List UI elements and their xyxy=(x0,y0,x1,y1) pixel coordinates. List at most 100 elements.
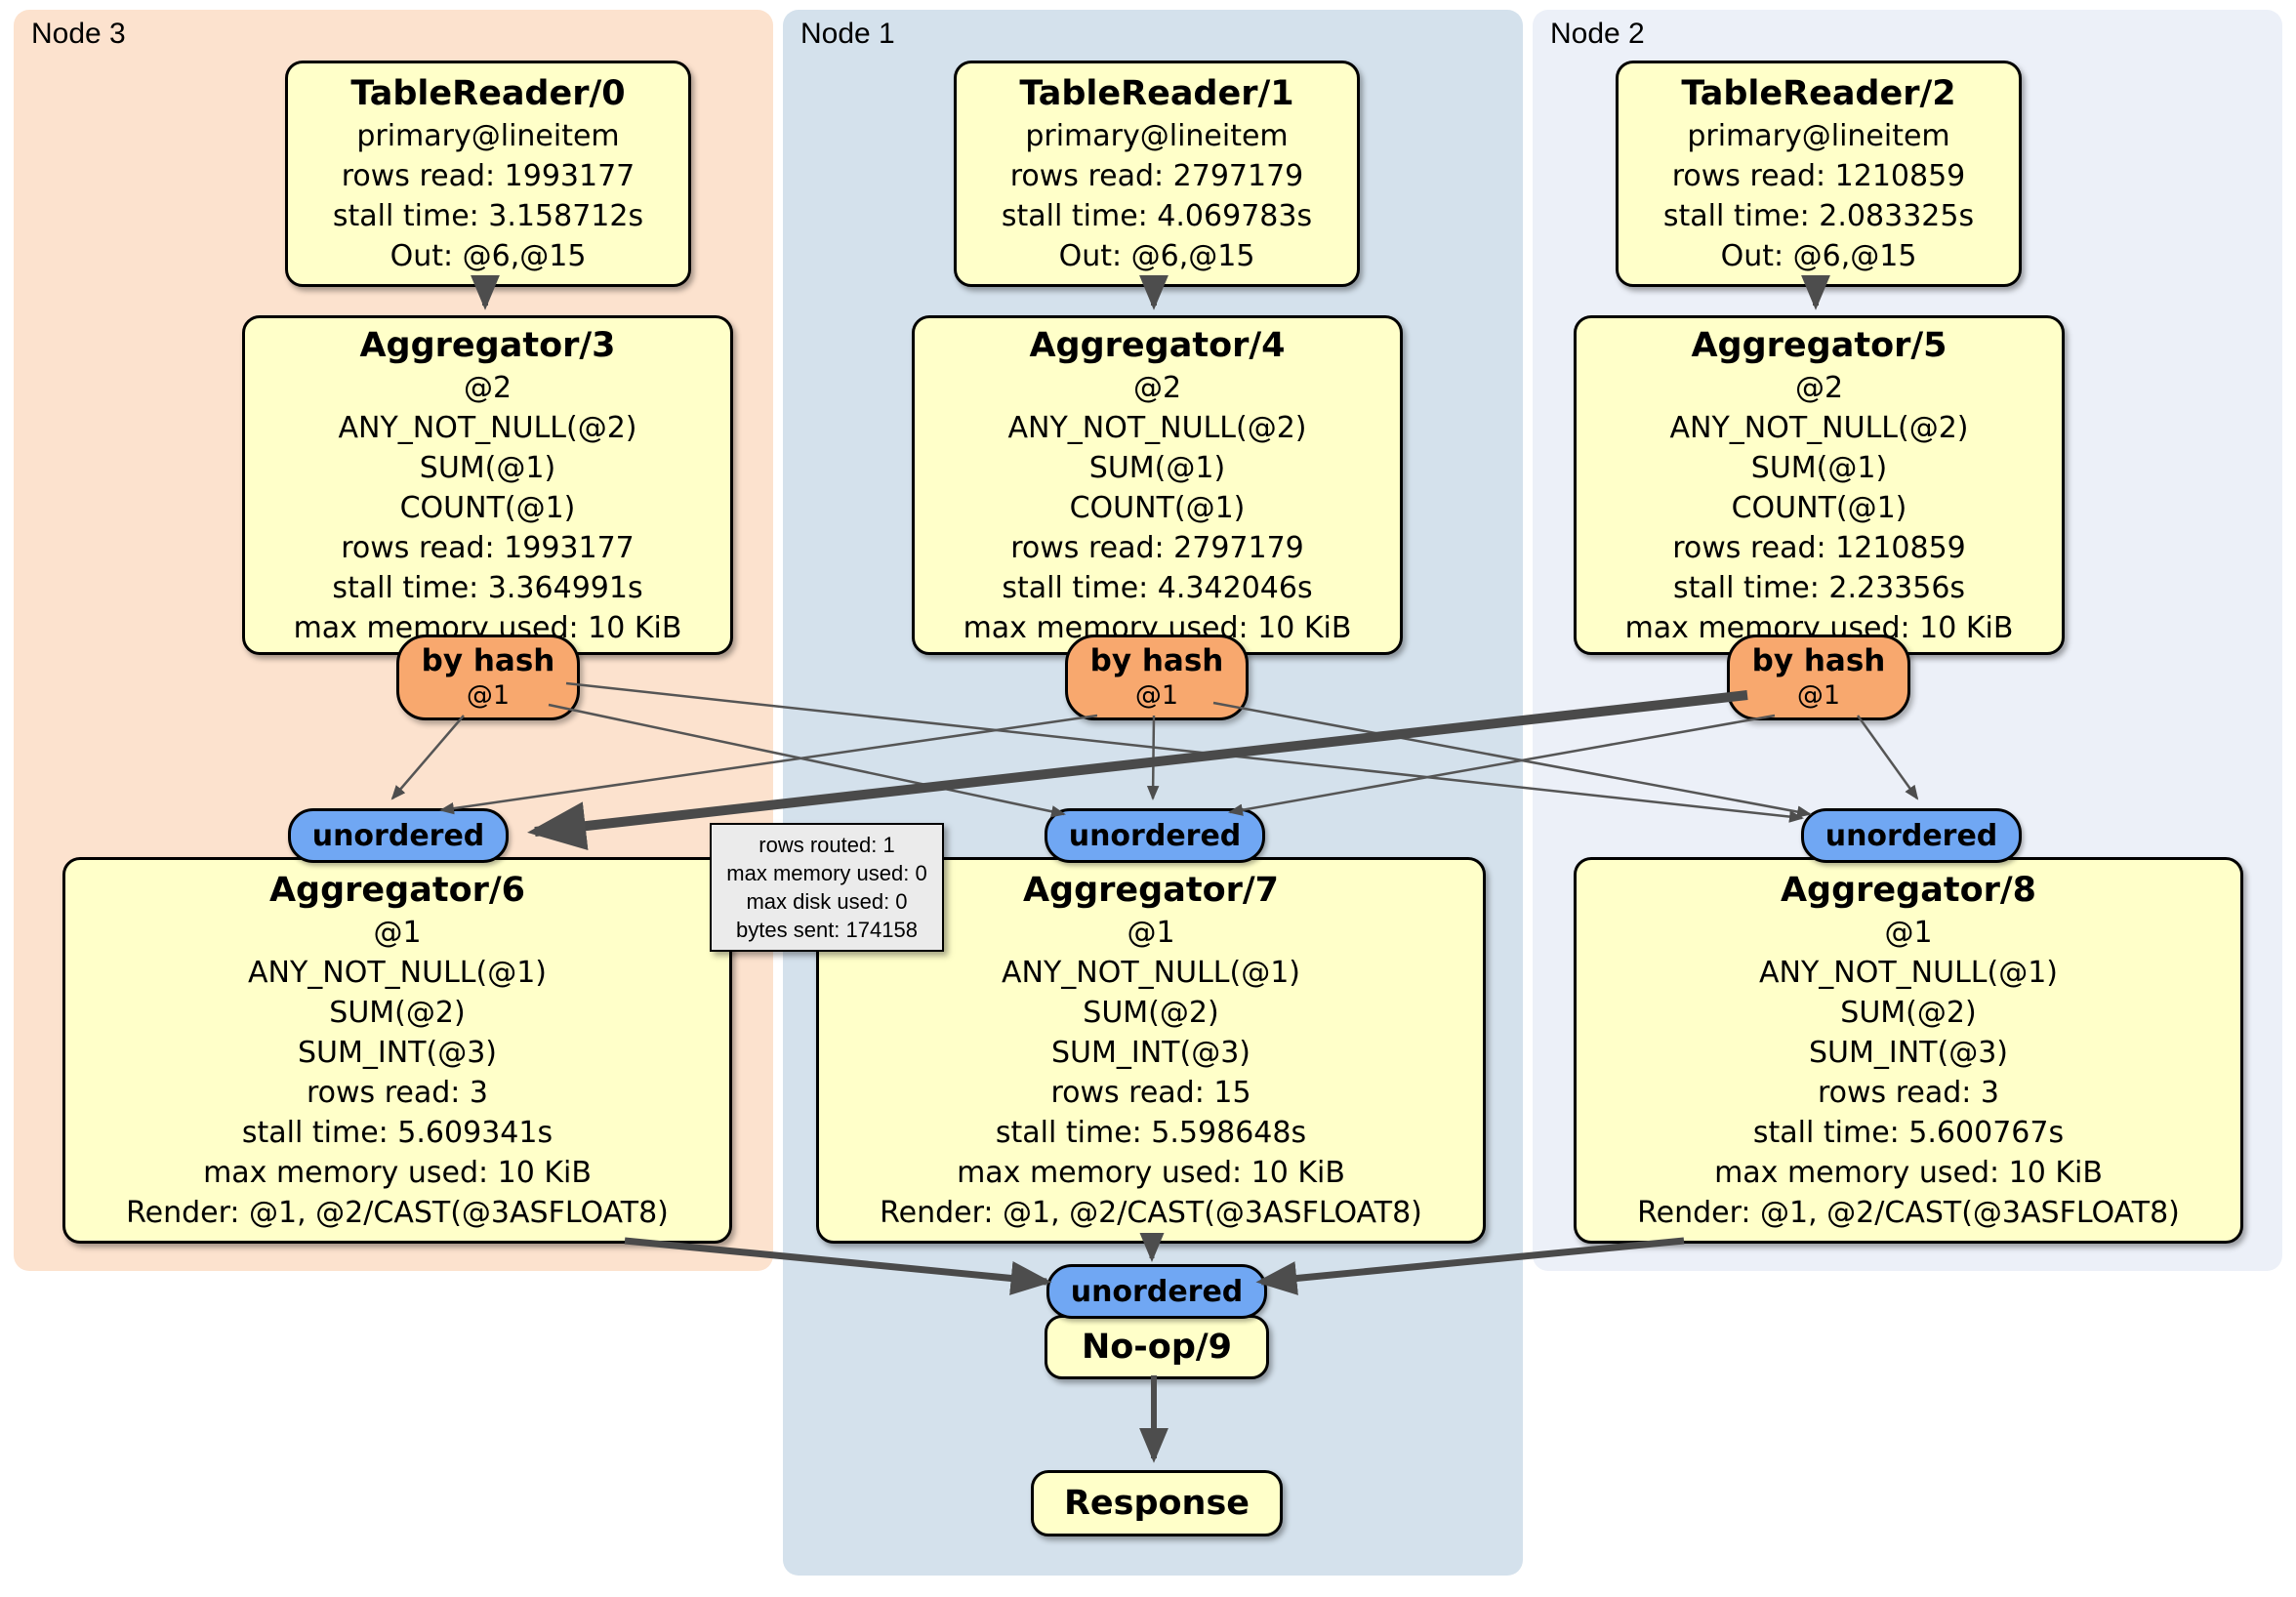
processor-title: Aggregator/8 xyxy=(1780,871,2037,910)
processor-detail: ANY_NOT_NULL(@1) xyxy=(1759,956,2058,990)
processor-detail: stall time: 5.600767s xyxy=(1752,1116,2065,1150)
processor-detail: stall time: 2.083325s xyxy=(1662,199,1975,233)
processor-detail: ANY_NOT_NULL(@1) xyxy=(1002,956,1300,990)
processor-title: TableReader/1 xyxy=(1019,74,1294,113)
sync-unordered-node1[interactable]: unordered xyxy=(1045,808,1265,863)
processor-title: Aggregator/7 xyxy=(1022,871,1280,910)
processor-detail: COUNT(@1) xyxy=(1731,490,1907,525)
processor-detail: COUNT(@1) xyxy=(399,490,576,525)
processor-tablereader-1[interactable]: TableReader/1 primary@lineitem rows read… xyxy=(954,61,1360,287)
processor-detail: max memory used: 10 KiB xyxy=(1714,1156,2103,1190)
processor-tablereader-0[interactable]: TableReader/0 primary@lineitem rows read… xyxy=(285,61,691,287)
processor-detail: Render: @1, @2/CAST(@3ASFLOAT8) xyxy=(880,1196,1422,1230)
router-label: by hash xyxy=(1751,643,1886,678)
processor-aggregator-3[interactable]: Aggregator/3 @2 ANY_NOT_NULL(@2) SUM(@1)… xyxy=(242,315,733,655)
processor-title: Aggregator/3 xyxy=(359,325,616,365)
router-stream: @1 xyxy=(1134,680,1179,711)
processor-aggregator-4[interactable]: Aggregator/4 @2 ANY_NOT_NULL(@2) SUM(@1)… xyxy=(912,315,1403,655)
processor-detail: SUM_INT(@3) xyxy=(1051,1036,1250,1070)
processor-detail: @2 xyxy=(1794,370,1844,405)
processor-detail: stall time: 5.609341s xyxy=(241,1116,554,1150)
processor-detail: Render: @1, @2/CAST(@3ASFLOAT8) xyxy=(126,1196,669,1230)
tooltip-line: max memory used: 0 xyxy=(726,861,927,885)
processor-aggregator-6[interactable]: Aggregator/6 @1 ANY_NOT_NULL(@1) SUM(@2)… xyxy=(62,857,732,1244)
processor-detail: rows read: 1210859 xyxy=(1672,530,1966,565)
processor-detail: stall time: 4.342046s xyxy=(1002,570,1313,605)
processor-detail: rows read: 15 xyxy=(1050,1076,1251,1110)
processor-detail: SUM(@1) xyxy=(1088,450,1226,485)
processor-noop-9[interactable]: No-op/9 xyxy=(1045,1315,1269,1379)
processor-detail: stall time: 5.598648s xyxy=(995,1116,1307,1150)
region-node3-label: Node 3 xyxy=(31,18,126,50)
processor-detail: rows read: 2797179 xyxy=(1009,159,1304,193)
processor-detail: ANY_NOT_NULL(@2) xyxy=(1669,410,1969,445)
router-by-hash-node2[interactable]: by hash @1 xyxy=(1727,635,1910,720)
processor-title: No-op/9 xyxy=(1081,1328,1233,1367)
processor-title: Aggregator/5 xyxy=(1691,325,1948,365)
processor-tablereader-2[interactable]: TableReader/2 primary@lineitem rows read… xyxy=(1616,61,2022,287)
processor-detail: @1 xyxy=(373,916,422,950)
sync-label: unordered xyxy=(1068,818,1242,853)
router-stream: @1 xyxy=(1796,680,1841,711)
tooltip-line: bytes sent: 174158 xyxy=(736,918,918,942)
processor-detail: max memory used: 10 KiB xyxy=(203,1156,592,1190)
processor-detail: Out: @6,@15 xyxy=(1720,239,1917,273)
processor-detail: rows read: 1210859 xyxy=(1671,159,1966,193)
router-by-hash-node1[interactable]: by hash @1 xyxy=(1065,635,1249,720)
processor-detail: primary@lineitem xyxy=(356,119,620,153)
router-by-hash-node3[interactable]: by hash @1 xyxy=(396,635,580,720)
processor-title: Aggregator/6 xyxy=(268,871,526,910)
sync-unordered-node2[interactable]: unordered xyxy=(1801,808,2022,863)
processor-detail: SUM(@2) xyxy=(1840,996,1977,1030)
processor-detail: rows read: 2797179 xyxy=(1010,530,1304,565)
router-label: by hash xyxy=(1089,643,1224,678)
sync-unordered-node3[interactable]: unordered xyxy=(288,808,509,863)
processor-detail: @2 xyxy=(463,370,512,405)
processor-detail: Out: @6,@15 xyxy=(390,239,587,273)
sync-label: unordered xyxy=(311,818,485,853)
processor-detail: primary@lineitem xyxy=(1025,119,1289,153)
processor-detail: stall time: 2.23356s xyxy=(1672,570,1966,605)
processor-title: TableReader/2 xyxy=(1681,74,1956,113)
processor-detail: COUNT(@1) xyxy=(1069,490,1246,525)
processor-detail: SUM(@2) xyxy=(1083,996,1219,1030)
processor-detail: @2 xyxy=(1132,370,1182,405)
processor-aggregator-5[interactable]: Aggregator/5 @2 ANY_NOT_NULL(@2) SUM(@1)… xyxy=(1574,315,2065,655)
sync-label: unordered xyxy=(1070,1274,1244,1309)
processor-detail: SUM(@2) xyxy=(329,996,466,1030)
processor-detail: rows read: 3 xyxy=(1817,1076,2000,1110)
processor-detail: @1 xyxy=(1884,916,1933,950)
region-node2-label: Node 2 xyxy=(1550,18,1645,50)
tooltip-line: max disk used: 0 xyxy=(746,889,908,914)
processor-detail: SUM_INT(@3) xyxy=(298,1036,497,1070)
processor-detail: SUM(@1) xyxy=(1750,450,1888,485)
processor-detail: rows read: 1993177 xyxy=(341,530,635,565)
router-stream: @1 xyxy=(466,680,511,711)
processor-title: TableReader/0 xyxy=(350,74,626,113)
processor-detail: SUM_INT(@3) xyxy=(1809,1036,2008,1070)
sync-unordered-final[interactable]: unordered xyxy=(1046,1264,1267,1319)
processor-detail: ANY_NOT_NULL(@2) xyxy=(1007,410,1307,445)
region-node1-label: Node 1 xyxy=(800,18,895,50)
processor-detail: max memory used: 10 KiB xyxy=(957,1156,1345,1190)
processor-title: Aggregator/4 xyxy=(1029,325,1286,365)
processor-detail: Out: @6,@15 xyxy=(1058,239,1255,273)
processor-detail: rows read: 3 xyxy=(306,1076,489,1110)
processor-response[interactable]: Response xyxy=(1031,1470,1283,1536)
processor-detail: ANY_NOT_NULL(@1) xyxy=(248,956,547,990)
processor-detail: primary@lineitem xyxy=(1687,119,1950,153)
processor-detail: SUM(@1) xyxy=(419,450,556,485)
processor-title: Response xyxy=(1063,1484,1250,1523)
processor-detail: stall time: 3.364991s xyxy=(332,570,643,605)
processor-detail: stall time: 4.069783s xyxy=(1001,199,1313,233)
tooltip-line: rows routed: 1 xyxy=(758,833,895,857)
processor-detail: @1 xyxy=(1127,916,1175,950)
processor-aggregator-8[interactable]: Aggregator/8 @1 ANY_NOT_NULL(@1) SUM(@2)… xyxy=(1574,857,2243,1244)
processor-detail: ANY_NOT_NULL(@2) xyxy=(338,410,637,445)
edge-tooltip: rows routed: 1 max memory used: 0 max di… xyxy=(710,823,944,952)
processor-detail: rows read: 1993177 xyxy=(341,159,636,193)
router-label: by hash xyxy=(421,643,555,678)
processor-detail: stall time: 3.158712s xyxy=(332,199,644,233)
sync-label: unordered xyxy=(1824,818,1998,853)
